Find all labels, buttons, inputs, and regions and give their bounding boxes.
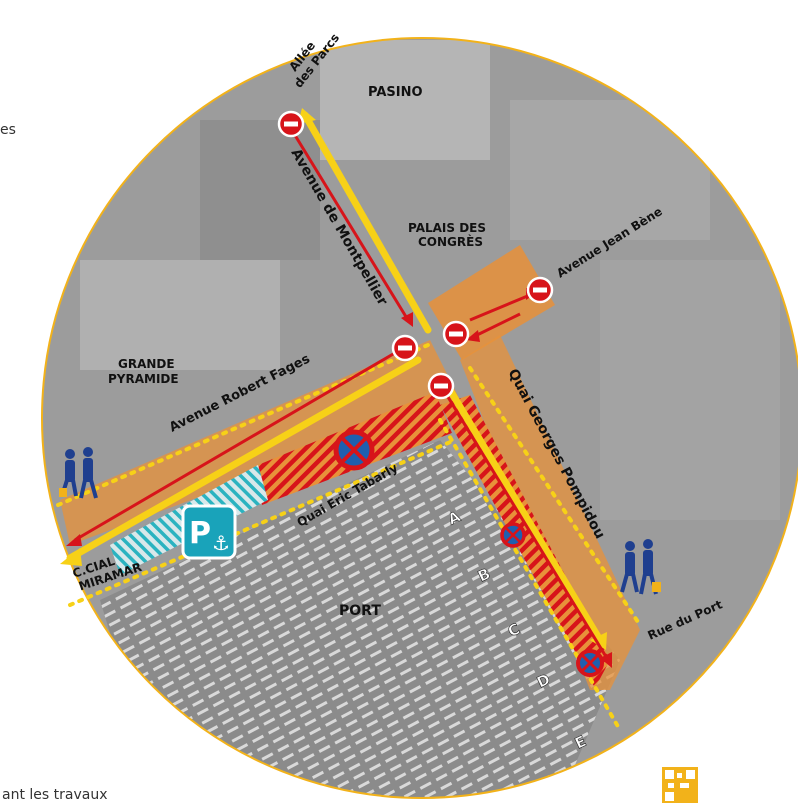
no-entry-icon	[526, 276, 554, 304]
no-parking-signs	[333, 429, 604, 677]
no-parking-zone-pompidou	[440, 395, 610, 688]
pedestrian-paths	[56, 343, 642, 732]
parking-port-icon: P ⚓	[181, 504, 237, 560]
map-frame-circle	[41, 37, 798, 799]
no-entry-icon	[391, 334, 419, 362]
label-palais-line2: CONGRÈS	[418, 234, 483, 249]
yellow-arrow-head-west	[60, 548, 82, 566]
red-arrow-head-pompidou	[600, 652, 612, 668]
label-port: PORT	[339, 603, 381, 619]
pedestrians-icon	[59, 447, 98, 499]
label-palais-line1: PALAIS DES	[408, 221, 486, 235]
place-labels: PASINO PALAIS DES CONGRÈS GRANDE PYRAMID…	[108, 85, 486, 619]
label-pasino: PASINO	[368, 85, 423, 100]
work-zone-pompidou	[460, 335, 640, 690]
red-routes	[74, 131, 610, 661]
left-edge-text: es	[0, 122, 16, 138]
yellow-arrow-head-south	[590, 632, 607, 650]
no-parking-icon	[500, 522, 526, 548]
yellow-routes	[66, 111, 604, 644]
bottom-edge-text: ant les travaux	[2, 787, 108, 803]
qr-code-icon	[662, 767, 698, 803]
red-arrow-head-fages	[66, 534, 82, 546]
pedestrians-icon	[620, 539, 661, 595]
parking-letter: P	[189, 516, 211, 551]
label-grande-line2: PYRAMIDE	[108, 372, 179, 386]
no-parking-icon	[333, 429, 375, 471]
no-parking-icon	[576, 649, 604, 677]
no-entry-icon	[277, 110, 305, 138]
no-entry-icon	[427, 372, 455, 400]
red-arrow-head-jean-bene-in	[466, 330, 480, 342]
red-arrow-head-montpellier	[401, 312, 413, 327]
anchor-glyph: ⚓	[212, 531, 230, 555]
no-entry-icon	[442, 320, 470, 348]
no-entry-signs	[277, 110, 554, 400]
label-grande-line1: GRANDE	[118, 357, 175, 371]
